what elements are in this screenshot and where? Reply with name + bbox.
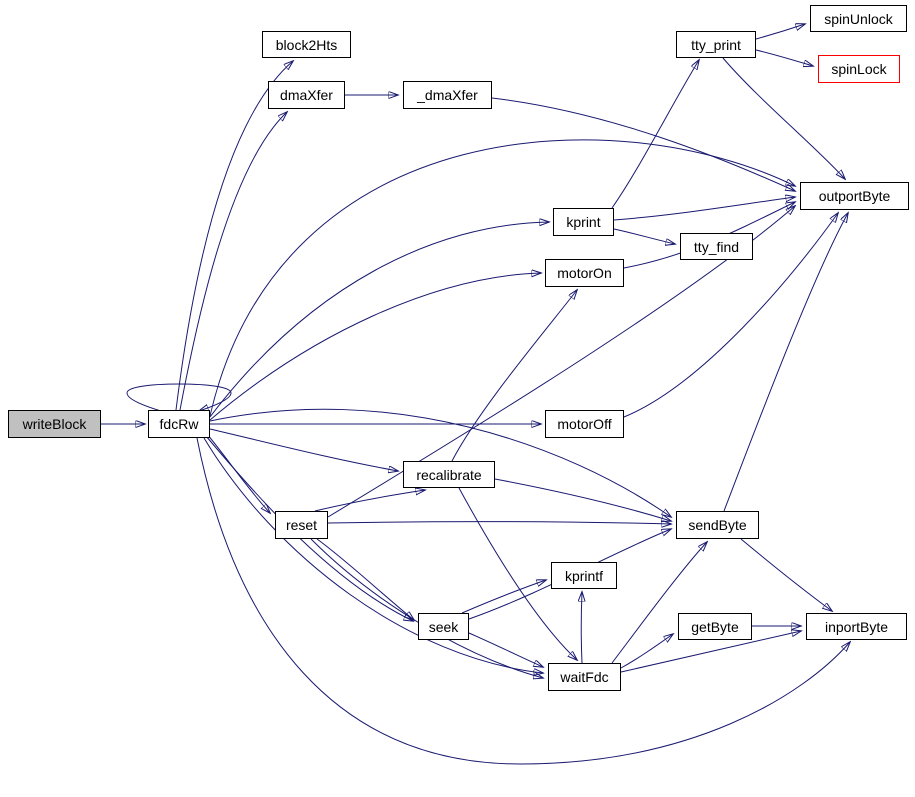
edge-fdcRw-motorOn xyxy=(209,273,541,421)
node-writeBlock[interactable]: writeBlock xyxy=(8,410,101,438)
node-outportByte[interactable]: outportByte xyxy=(800,182,909,210)
edge-recalibrate-sendByte xyxy=(494,478,671,521)
node-motorOn[interactable]: motorOn xyxy=(545,259,624,287)
edge-seek-kprintf xyxy=(461,580,546,614)
node-spinLock[interactable]: spinLock xyxy=(818,55,900,83)
edge-fdcRw-dmaXfer xyxy=(179,112,287,411)
node-seek[interactable]: seek xyxy=(418,613,469,640)
edge-tty_print-spinUnlock xyxy=(755,24,805,40)
edge-reset-sendByte xyxy=(327,522,671,524)
node-dmaXfer[interactable]: dmaXfer xyxy=(268,81,345,109)
node-getByte[interactable]: getByte xyxy=(678,613,752,640)
edge-sendByte-outportByte xyxy=(723,213,848,512)
edge-waitFdc-inportByte xyxy=(620,631,801,673)
node-reset[interactable]: reset xyxy=(275,511,328,539)
edge-reset-waitFdc xyxy=(310,538,543,678)
node-motorOff[interactable]: motorOff xyxy=(545,410,624,438)
node-tty_find[interactable]: tty_find xyxy=(680,233,753,260)
edge-_dmaXfer-outportByte xyxy=(491,97,795,191)
edge-fdcRw-kprint xyxy=(209,222,549,418)
node-recalibrate[interactable]: recalibrate xyxy=(403,461,495,488)
edge-reset-recalibrate xyxy=(314,490,425,512)
node-inportByte[interactable]: inportByte xyxy=(806,613,907,640)
node-waitFdc[interactable]: waitFdc xyxy=(548,663,621,691)
node-spinUnlock[interactable]: spinUnlock xyxy=(810,5,907,32)
edge-fdcRw-sendByte xyxy=(209,408,671,517)
edge-recalibrate-motorOn xyxy=(451,290,577,462)
node-block2Hts[interactable]: block2Hts xyxy=(262,31,351,58)
edge-fdcRw-inportByte xyxy=(196,437,850,765)
edge-tty_print-outportByte xyxy=(722,57,845,179)
edge-motorOff-outportByte xyxy=(623,213,838,418)
node-kprint[interactable]: kprint xyxy=(553,208,614,236)
edge-fdcRw-block2Hts xyxy=(175,61,293,411)
edge-tty_print-spinLock xyxy=(755,49,813,66)
node-sendByte[interactable]: sendByte xyxy=(676,511,759,539)
edge-fdcRw-recalibrate xyxy=(209,428,398,471)
node-fdcRw[interactable]: fdcRw xyxy=(148,410,210,438)
edge-sendByte-inportByte xyxy=(740,538,832,611)
node-tty_print[interactable]: tty_print xyxy=(676,31,756,58)
edge-reset-seek xyxy=(316,538,414,620)
edge-kprint-tty_print xyxy=(611,60,699,209)
edge-waitFdc-sendByte xyxy=(611,542,707,664)
edge-recalibrate-waitFdc xyxy=(458,487,577,660)
node-underscore-dmaXfer[interactable]: _dmaXfer xyxy=(403,81,492,109)
edge-fdcRw-outportByte xyxy=(209,139,795,417)
edge-waitFdc-getByte xyxy=(620,634,673,669)
edge-waitFdc-kprintf xyxy=(581,592,582,664)
edge-fdcRw-waitFdc xyxy=(203,437,543,673)
edge-seek-waitFdc xyxy=(468,632,543,667)
edge-kprint-tty_find xyxy=(613,228,675,244)
node-kprintf[interactable]: kprintf xyxy=(551,562,617,589)
edge-kprint-outportByte xyxy=(613,197,795,221)
